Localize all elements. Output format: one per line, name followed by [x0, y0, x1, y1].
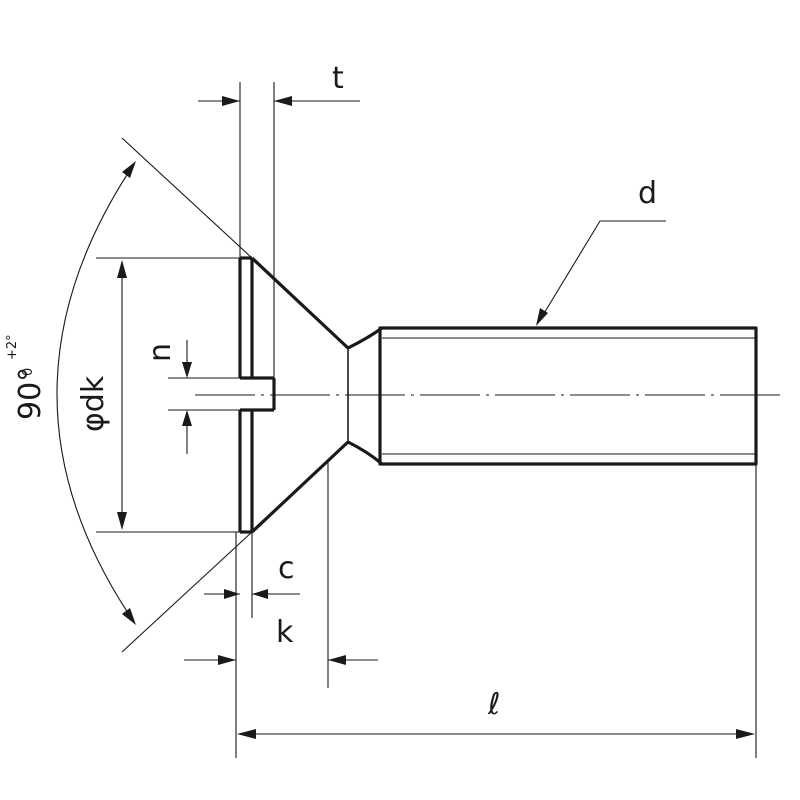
dim-n: n [143, 340, 240, 454]
label-angle: 90° [13, 367, 48, 420]
label-l: ℓ [487, 687, 500, 722]
dim-dk: φdk [76, 257, 240, 533]
label-angle-tol-upper: +2° [5, 334, 20, 360]
dim-l: ℓ [237, 464, 757, 758]
label-n: n [143, 343, 178, 362]
screw-shank [378, 326, 758, 466]
dim-d: d [536, 176, 666, 326]
dim-c: c [204, 532, 300, 618]
label-dk: φdk [76, 375, 111, 432]
dim-t: t [198, 61, 360, 378]
dim-k: k [184, 462, 378, 758]
label-angle-tol-lower: 0 [21, 368, 36, 376]
label-t: t [332, 61, 344, 96]
screw-head [238, 256, 384, 534]
label-d: d [638, 176, 657, 211]
slot [240, 376, 276, 412]
label-k: k [276, 615, 294, 650]
dim-angle: 90° +2° 0 [5, 137, 253, 653]
label-c: c [278, 551, 295, 586]
